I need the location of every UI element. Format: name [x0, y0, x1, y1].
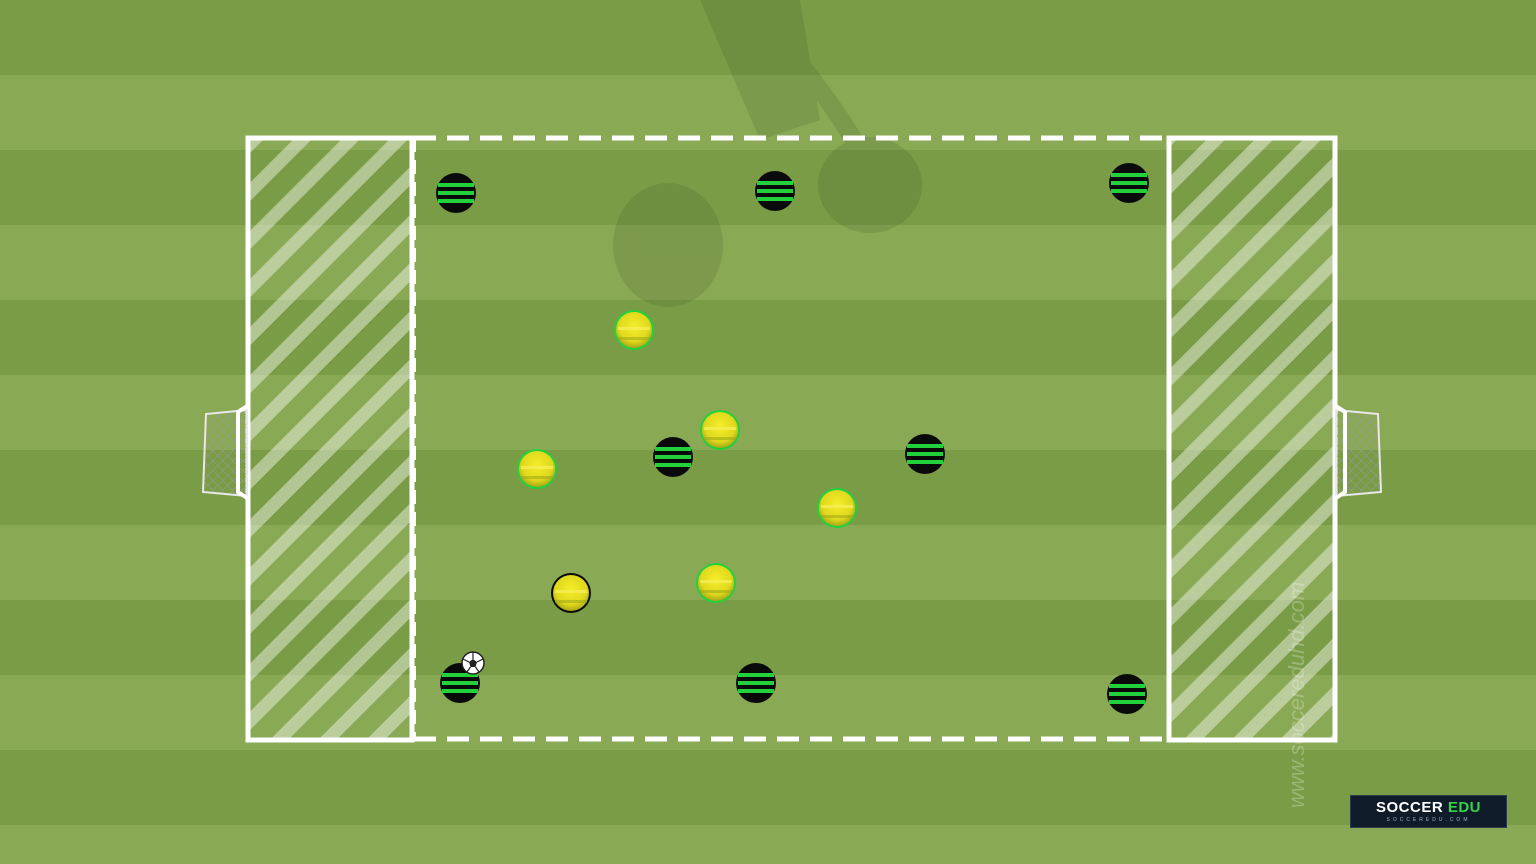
right-end-zone [1166, 135, 1338, 743]
watermark-url: www.soccereduhd.com [1284, 581, 1309, 808]
left-goal [201, 404, 249, 500]
yellow-player-icon [614, 310, 654, 350]
goal-net [1335, 408, 1383, 498]
grass-stripe [0, 750, 1536, 825]
grass-stripe [0, 825, 1536, 864]
yellow-player-icon [817, 488, 857, 528]
soccer-edu-logo: SOCCER EDU SOCCEREDU.COM [1350, 795, 1507, 828]
yellow-player-icon [517, 449, 557, 489]
soccer-ball-icon [461, 651, 485, 675]
zone-hatching [249, 139, 411, 739]
right-goal [1334, 404, 1383, 500]
logo-word-edu: EDU [1447, 799, 1482, 816]
grass-stripe [0, 0, 1536, 75]
yellow-player-icon [700, 410, 740, 450]
yellow-player-icon [696, 563, 736, 603]
zone-hatching [1170, 139, 1334, 739]
black-striped-player-icon [905, 434, 945, 474]
yellow-player-icon [551, 573, 591, 613]
left-end-zone [245, 135, 415, 743]
black-striped-player-icon [436, 173, 476, 213]
central-playing-area [412, 135, 1169, 742]
black-striped-player-icon [755, 171, 795, 211]
goal-net [201, 408, 248, 498]
dashed-boundary-line [414, 135, 1169, 742]
black-striped-player-icon [1107, 674, 1147, 714]
logo-wordmark: SOCCER EDU [1376, 800, 1481, 815]
black-striped-player-icon [736, 663, 776, 703]
black-striped-player-icon [1109, 163, 1149, 203]
goal-frame [1334, 404, 1347, 500]
background-player-silhouette [613, 0, 922, 307]
logo-subtext: SOCCEREDU.COM [1386, 817, 1471, 823]
logo-word-soccer: SOCCER [1375, 799, 1444, 816]
goal-frame [236, 404, 249, 500]
black-striped-player-icon [653, 437, 693, 477]
